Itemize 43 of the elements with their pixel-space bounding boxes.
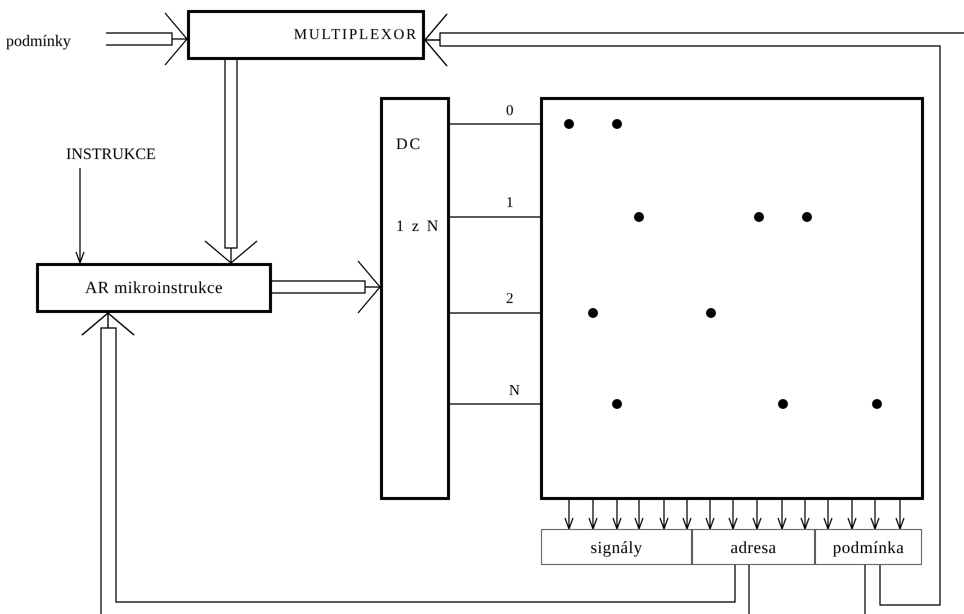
- box-label: signály: [590, 536, 643, 559]
- arrow: [588, 500, 598, 530]
- connector-line: [864, 565, 866, 614]
- bus-arrow: [105, 12, 188, 66]
- register-box: [36, 263, 272, 313]
- arrow: [800, 500, 810, 530]
- arrow: [728, 500, 738, 530]
- arrow: [564, 500, 574, 530]
- memory-matrix-box: [540, 97, 924, 500]
- bus-arrow: [204, 59, 258, 264]
- arrow: [870, 500, 880, 530]
- arrow: [75, 168, 85, 264]
- box-label: MULTIPLEXOR: [294, 26, 418, 45]
- bus-arrow: [271, 260, 381, 314]
- connector-line: [450, 216, 540, 218]
- register-field: [692, 529, 815, 565]
- input-label: INSTRUKCE: [66, 145, 156, 165]
- connector-line: [450, 403, 540, 405]
- input-label: podmínky: [6, 32, 71, 52]
- arrow: [634, 500, 644, 530]
- arrow: [847, 500, 857, 530]
- register-field: [815, 529, 922, 565]
- box-label: AR mikroinstrukce: [84, 277, 223, 300]
- box-label: podmínka: [832, 536, 904, 559]
- connector-line: [748, 565, 750, 614]
- arrow: [823, 500, 833, 530]
- register-field: [541, 529, 692, 565]
- arrow: [424, 13, 941, 606]
- box-label: DC: [396, 135, 422, 155]
- connector-line: [450, 312, 540, 314]
- multiplexer-box: [187, 10, 425, 60]
- arrow: [705, 500, 715, 530]
- connector-line: [450, 123, 540, 125]
- arrow: [612, 500, 622, 530]
- arrow: [777, 500, 787, 530]
- arrow: [682, 500, 692, 530]
- arrow: [81, 312, 135, 614]
- box-label: adresa: [730, 536, 776, 558]
- arrow: [895, 500, 905, 530]
- decoder-box: [380, 97, 450, 500]
- arrow: [752, 500, 762, 530]
- box-label: 1 z N: [396, 217, 440, 237]
- arrow: [659, 500, 669, 530]
